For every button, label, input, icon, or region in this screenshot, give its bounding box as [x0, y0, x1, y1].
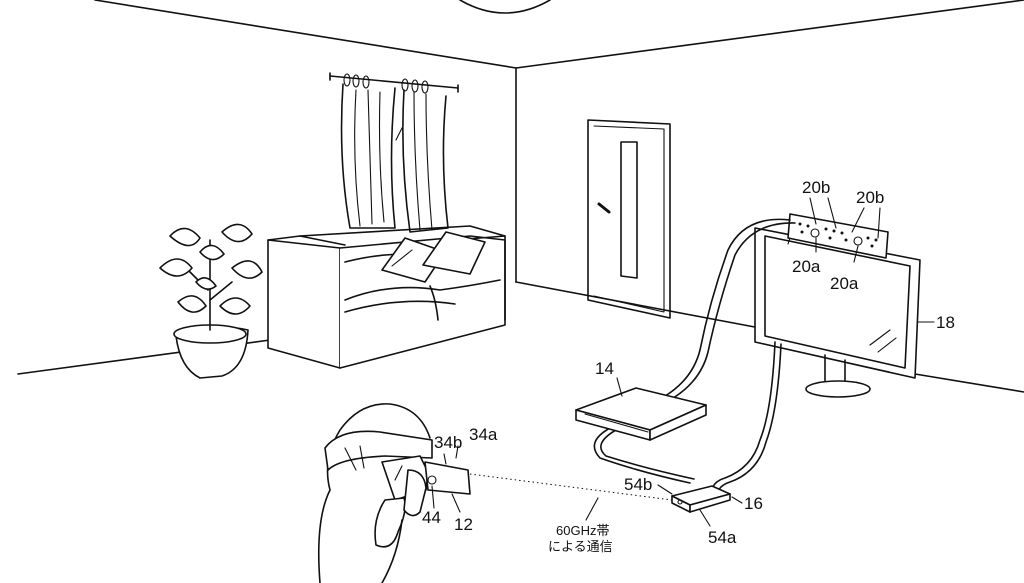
label-54a: 54a	[708, 528, 737, 547]
potted-plant	[159, 223, 263, 379]
stereo-camera-20	[787, 213, 889, 259]
curtain	[329, 72, 459, 233]
sofa	[267, 225, 506, 369]
label-54b: 54b	[624, 475, 652, 494]
label-comm-line2: による通信	[548, 539, 613, 554]
leader-lines	[431, 197, 935, 527]
cables	[593, 218, 796, 495]
label-20b-left: 20b	[802, 178, 830, 197]
reference-labels: 14 16 18 20b 20b 20a 20a 34a 34b 44 12 5…	[422, 178, 955, 554]
label-12: 12	[454, 515, 473, 534]
label-20a-right: 20a	[830, 274, 859, 293]
label-34a: 34a	[469, 425, 498, 444]
label-comm-line1: 60GHz帯	[556, 523, 609, 538]
label-34b: 34b	[434, 433, 462, 452]
monitor-18	[754, 227, 921, 398]
label-20a-left: 20a	[792, 257, 821, 276]
user-with-hmd-12	[318, 403, 471, 583]
console-14	[575, 387, 707, 441]
label-20b-right: 20b	[856, 188, 884, 207]
label-16: 16	[744, 494, 763, 513]
label-18: 18	[936, 313, 955, 332]
relay-device-16	[671, 485, 731, 513]
door	[587, 119, 671, 319]
room-outline	[17, 0, 1024, 393]
label-44: 44	[422, 508, 441, 527]
label-14: 14	[595, 359, 614, 378]
